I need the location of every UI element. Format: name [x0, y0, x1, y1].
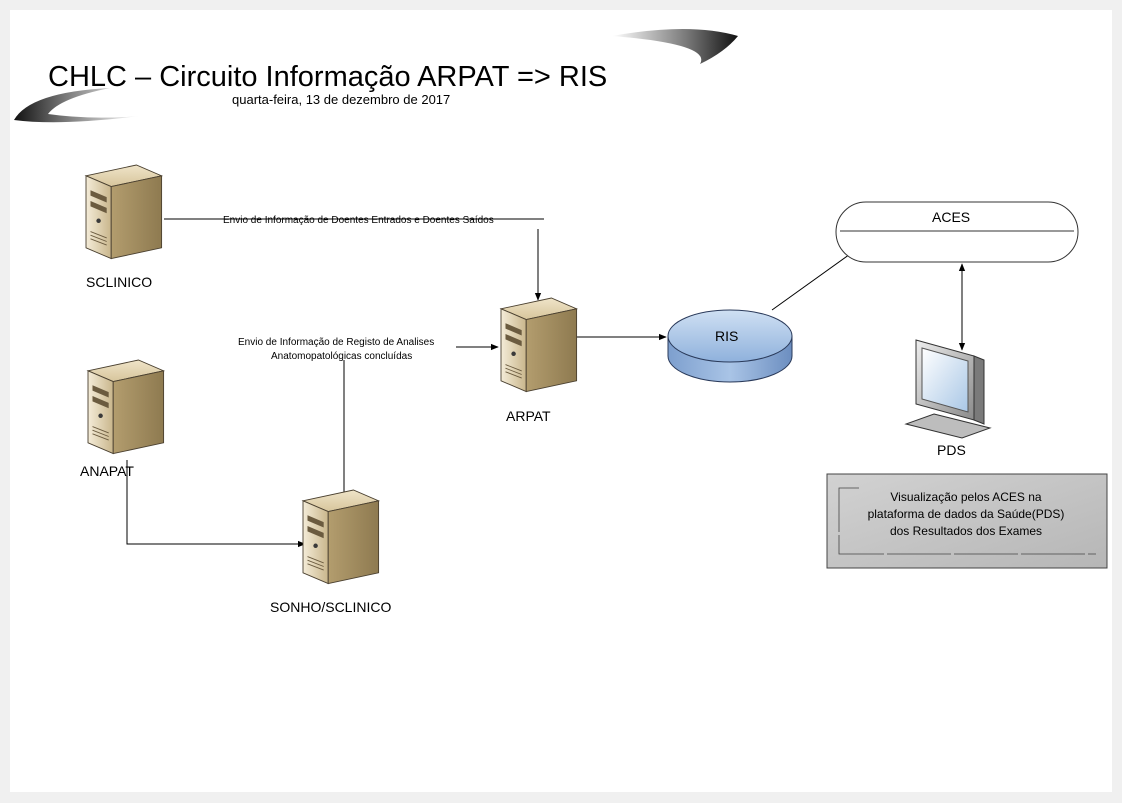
page-title: CHLC – Circuito Informação ARPAT => RIS [48, 61, 607, 93]
envio-analises-label-2: Anatomopatológicas concluídas [271, 351, 412, 362]
arpat-server-icon [500, 297, 578, 393]
note-box [826, 473, 1108, 569]
page-date: quarta-feira, 13 de dezembro de 2017 [232, 92, 450, 107]
sonho-server-icon [302, 489, 380, 585]
sonho-label: SONHO/SCLINICO [270, 599, 391, 615]
title-swoosh-left [14, 88, 140, 123]
sclinico-label: SCLINICO [86, 274, 152, 290]
title-swoosh-right [612, 29, 738, 64]
ris-database-icon [667, 309, 793, 383]
envio-doentes-label: Envio de Informação de Doentes Entrados … [223, 215, 494, 226]
anapat-label: ANAPAT [80, 463, 134, 479]
note-line-1: Visualização pelos ACES na [890, 490, 1042, 504]
note-line-3: dos Resultados dos Exames [890, 524, 1042, 538]
arpat-label: ARPAT [506, 408, 551, 424]
sclinico-server-icon [85, 164, 163, 260]
anapat-server-icon [87, 359, 165, 455]
anapat-sonho-arrow [126, 460, 306, 548]
pds-label: PDS [937, 442, 966, 458]
pds-monitor-icon [904, 339, 992, 439]
note-line-2: plataforma de dados da Saúde(PDS) [868, 507, 1065, 521]
ris-label: RIS [715, 328, 738, 344]
aces-network-bar [835, 201, 1079, 263]
envio-analises-label-1: Envio de Informação de Registo de Analis… [238, 337, 434, 348]
aces-label: ACES [932, 209, 970, 225]
